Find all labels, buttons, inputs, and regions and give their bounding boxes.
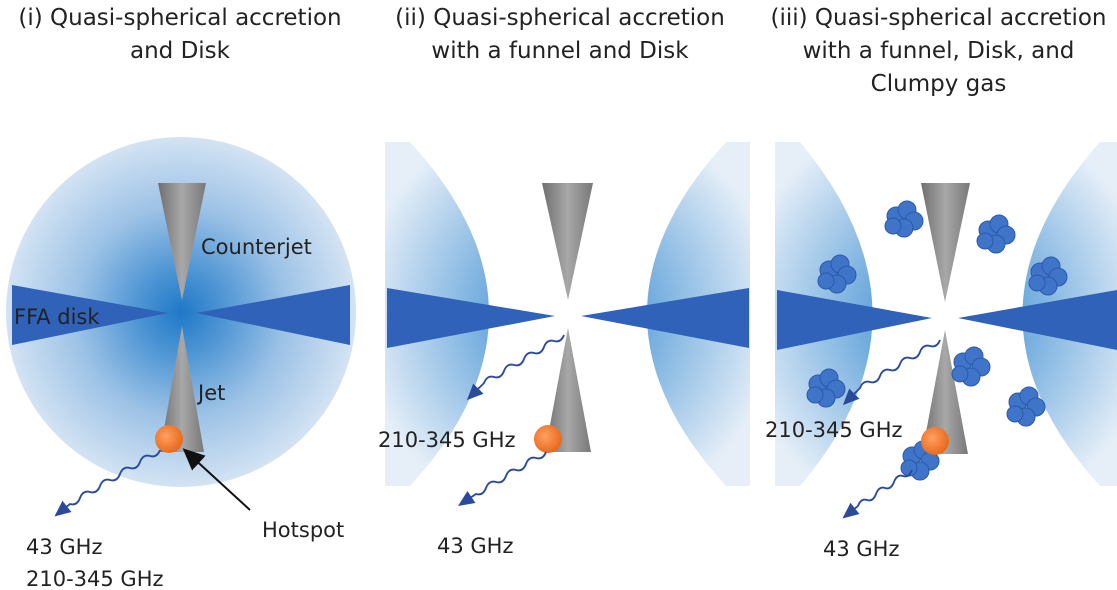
disk-left [777, 290, 932, 350]
counterjet [921, 183, 970, 302]
p2-freq-high-label: 210-345 GHz [378, 428, 516, 452]
gas-clump [806, 368, 846, 408]
panel-2: 210-345 GHz 43 GHz [378, 142, 750, 558]
p3-freq-low-label: 43 GHz [823, 537, 899, 561]
panel-2-title: (ii) Quasi-spherical accretion with a fu… [375, 2, 745, 68]
jet [160, 326, 204, 452]
panel-2-title-line-2: with a funnel and Disk [431, 38, 689, 64]
emission-wave-high [466, 334, 565, 401]
panel-1-title-line-1: (i) Quasi-spherical accretion [18, 5, 342, 31]
ffa-disk-right [196, 285, 350, 345]
gas-clump [1028, 256, 1068, 296]
ffa-disk-label: FFA disk [14, 305, 100, 329]
hotspot [534, 425, 562, 453]
panel-1-title: (i) Quasi-spherical accretion and Disk [0, 2, 360, 68]
jet-label: Jet [196, 381, 225, 405]
p1-freq-label-1: 43 GHz [26, 535, 102, 559]
counterjet [542, 183, 593, 300]
panel-1: Counterjet FFA disk Jet Hotspot 43 GHz 2… [6, 137, 356, 590]
panel-3: 210-345 GHz 43 GHz [765, 142, 1117, 561]
gas-clump [976, 214, 1016, 254]
hotspot-pointer-arrow [182, 448, 251, 511]
clumpy-gas [806, 200, 1068, 481]
disk-right [581, 288, 749, 348]
jet [922, 330, 968, 454]
disk-right [958, 290, 1117, 350]
p1-freq-label-2: 210-345 GHz [26, 567, 164, 590]
jet [545, 328, 591, 452]
emission-wave-high [842, 339, 941, 406]
funnel [410, 142, 726, 486]
emission-wave [54, 449, 161, 517]
panel-1-title-line-2: and Disk [130, 38, 230, 64]
gas-clump [951, 346, 991, 387]
disk-left [387, 288, 555, 348]
panel-3-title-line-2: with a funnel, Disk, and [802, 38, 1075, 64]
gas-clump [884, 200, 924, 238]
panel-3-title-line-3: Clumpy gas [870, 71, 1007, 97]
ffa-disk-left [12, 285, 168, 345]
panel-2-title-line-1: (ii) Quasi-spherical accretion [395, 5, 725, 31]
counterjet [158, 183, 206, 300]
emission-wave-low [842, 469, 913, 519]
counterjet-label: Counterjet [201, 235, 312, 259]
gas-clump [817, 254, 857, 294]
quasi-spherical-gas [6, 137, 356, 487]
hotspot [155, 425, 183, 453]
panel-3-title: (iii) Quasi-spherical accretion with a f… [760, 2, 1117, 101]
panel-3-title-line-1: (iii) Quasi-spherical accretion [770, 5, 1107, 31]
p2-freq-low-label: 43 GHz [437, 534, 513, 558]
hotspot-label: Hotspot [262, 518, 344, 542]
p3-freq-high-label: 210-345 GHz [765, 418, 903, 442]
hotspot [921, 427, 949, 455]
emission-wave-low [458, 451, 547, 506]
gas-clump [1006, 386, 1046, 427]
